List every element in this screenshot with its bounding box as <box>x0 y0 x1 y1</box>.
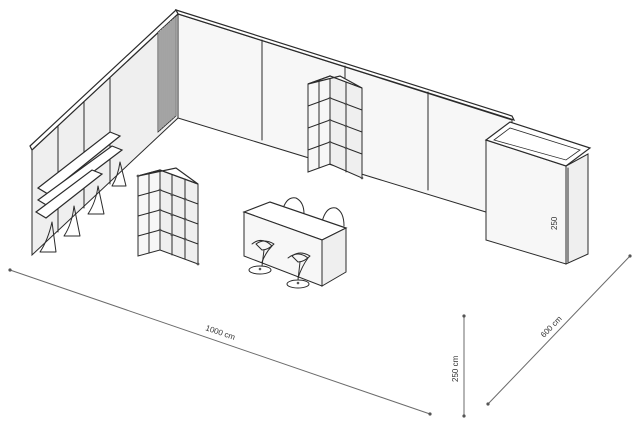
width-dimension-label: 1000 cm <box>204 323 236 342</box>
cabin-height-label: 250 <box>550 216 559 230</box>
reception-counter <box>242 197 348 287</box>
storage-cabin <box>484 121 592 265</box>
cube-shelf-tall <box>307 75 364 180</box>
height-dimension-label: 250 cm <box>451 355 460 382</box>
bar-stools <box>248 240 311 289</box>
slatted-panel <box>157 15 177 133</box>
wall-shelves <box>34 131 127 253</box>
dimension-lines <box>8 254 632 418</box>
cube-shelf-left <box>136 167 200 266</box>
depth-dimension-label: 600 cm <box>539 314 564 339</box>
